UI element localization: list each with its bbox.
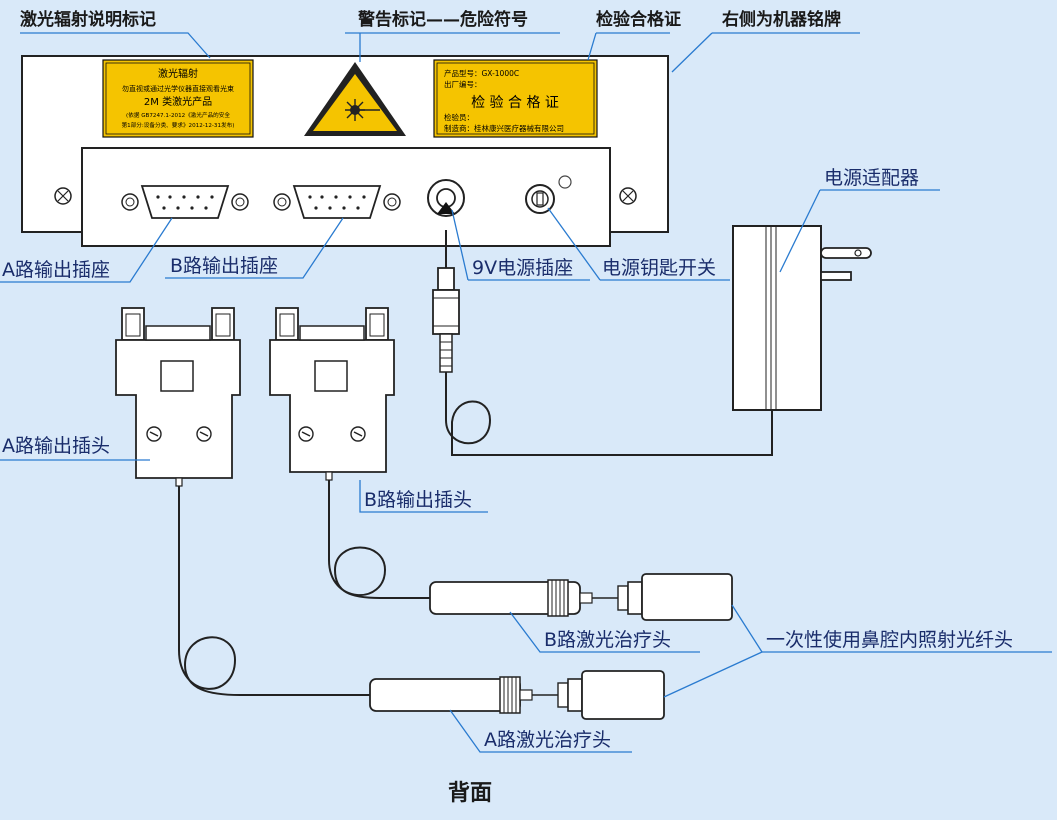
cable-b xyxy=(328,480,430,599)
laser-plate-line2: 2M 类激光产品 xyxy=(144,95,212,108)
laser-plate-title: 激光辐射 xyxy=(158,67,198,80)
cable-a xyxy=(178,486,370,696)
laser-plate-line4: 第1部分:设备分类、要求》2012-12-31发布) xyxy=(122,121,235,129)
laser-radiation-plate: 激光辐射 勿直视或通过光学仪器直接观看光束 2M 类激光产品 (依据 GB724… xyxy=(102,59,254,138)
power-cable xyxy=(445,372,773,456)
cert-model: 产品型号：GX-1000C xyxy=(444,68,519,78)
header-nameplate: 右侧为机器铭牌 xyxy=(722,9,841,30)
label-socket-a: A路输出插座 xyxy=(2,259,110,281)
screw-icon xyxy=(54,187,72,205)
output-socket-a xyxy=(121,185,249,219)
cert-inspector: 检验员： xyxy=(444,112,474,122)
power-plug xyxy=(432,230,460,373)
label-plug-a: A路输出插头 xyxy=(2,435,110,457)
header-warning-mark: 警告标记——危险符号 xyxy=(357,9,528,30)
therapy-head-a xyxy=(369,676,558,714)
header-laser-label: 激光辐射说明标记 xyxy=(20,9,156,30)
laser-warning-icon xyxy=(304,62,406,136)
laser-plate-line3: (依据 GB7247.1-2012《激光产品的安全 xyxy=(126,111,230,119)
power-jack xyxy=(427,179,465,217)
cert-serial: 出厂编号： xyxy=(444,79,482,89)
cert-title: 检 验 合 格 证 xyxy=(471,95,559,111)
label-head-b: B路激光治疗头 xyxy=(544,629,671,651)
leader-lines xyxy=(0,32,1052,753)
output-plug-b xyxy=(269,307,395,481)
fiber-tip-a xyxy=(557,670,665,720)
indicator-light-icon xyxy=(558,175,572,189)
screw-icon xyxy=(619,187,637,205)
fiber-tip-b xyxy=(617,573,733,621)
caption-back-view: 背面 xyxy=(448,780,492,806)
label-power-jack: 9V电源插座 xyxy=(472,257,573,279)
label-adapter: 电源适配器 xyxy=(824,167,919,189)
header-inspection-cert: 检验合格证 xyxy=(596,9,681,30)
label-fiber: 一次性使用鼻腔内照射光纤头 xyxy=(766,629,1013,651)
label-head-a: A路激光治疗头 xyxy=(484,729,611,751)
inspection-certificate-plate: 产品型号：GX-1000C 出厂编号： 检 验 合 格 证 检验员： 制造商：桂… xyxy=(433,59,598,138)
therapy-head-b xyxy=(429,579,618,617)
key-switch xyxy=(525,175,572,214)
power-adapter xyxy=(732,225,872,411)
label-socket-b: B路输出插座 xyxy=(170,255,278,277)
output-plug-a xyxy=(115,307,241,487)
cert-maker: 制造商：桂林康兴医疗器械有限公司 xyxy=(444,123,564,133)
output-socket-b xyxy=(273,185,401,219)
label-key-switch: 电源钥匙开关 xyxy=(602,257,716,279)
laser-plate-line1: 勿直视或通过光学仪器直接观看光束 xyxy=(122,84,234,93)
label-plug-b: B路输出插头 xyxy=(364,489,472,511)
